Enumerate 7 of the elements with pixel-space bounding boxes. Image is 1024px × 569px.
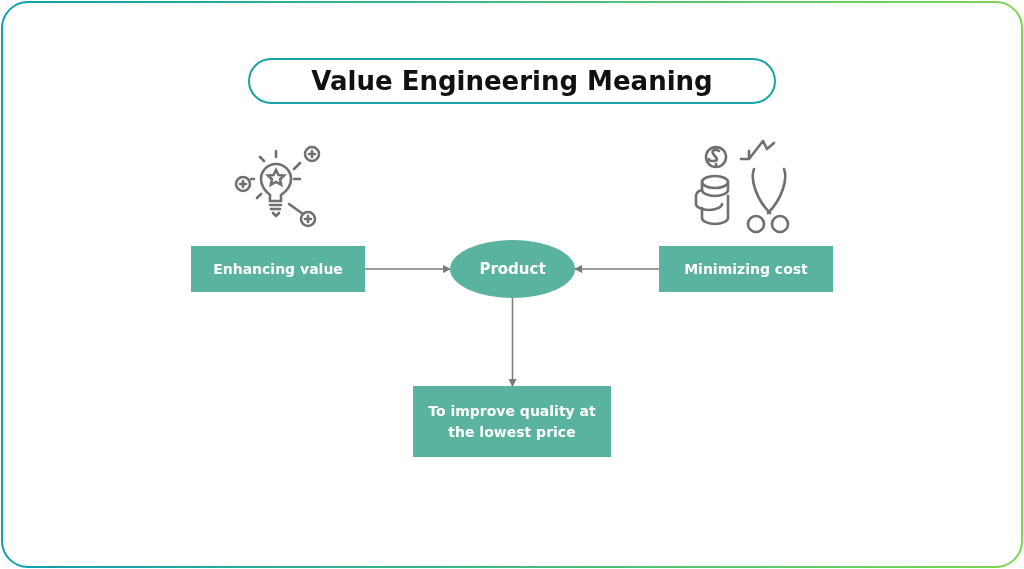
process-box: To improve quality at the lowest price	[413, 386, 611, 457]
process-box: Enhancing value	[191, 246, 365, 292]
arrow	[508, 297, 517, 387]
title: Value Engineering Meaning	[248, 58, 776, 104]
arrow	[574, 265, 660, 273]
arrow	[364, 265, 451, 273]
process-box: Minimizing cost	[659, 246, 833, 292]
